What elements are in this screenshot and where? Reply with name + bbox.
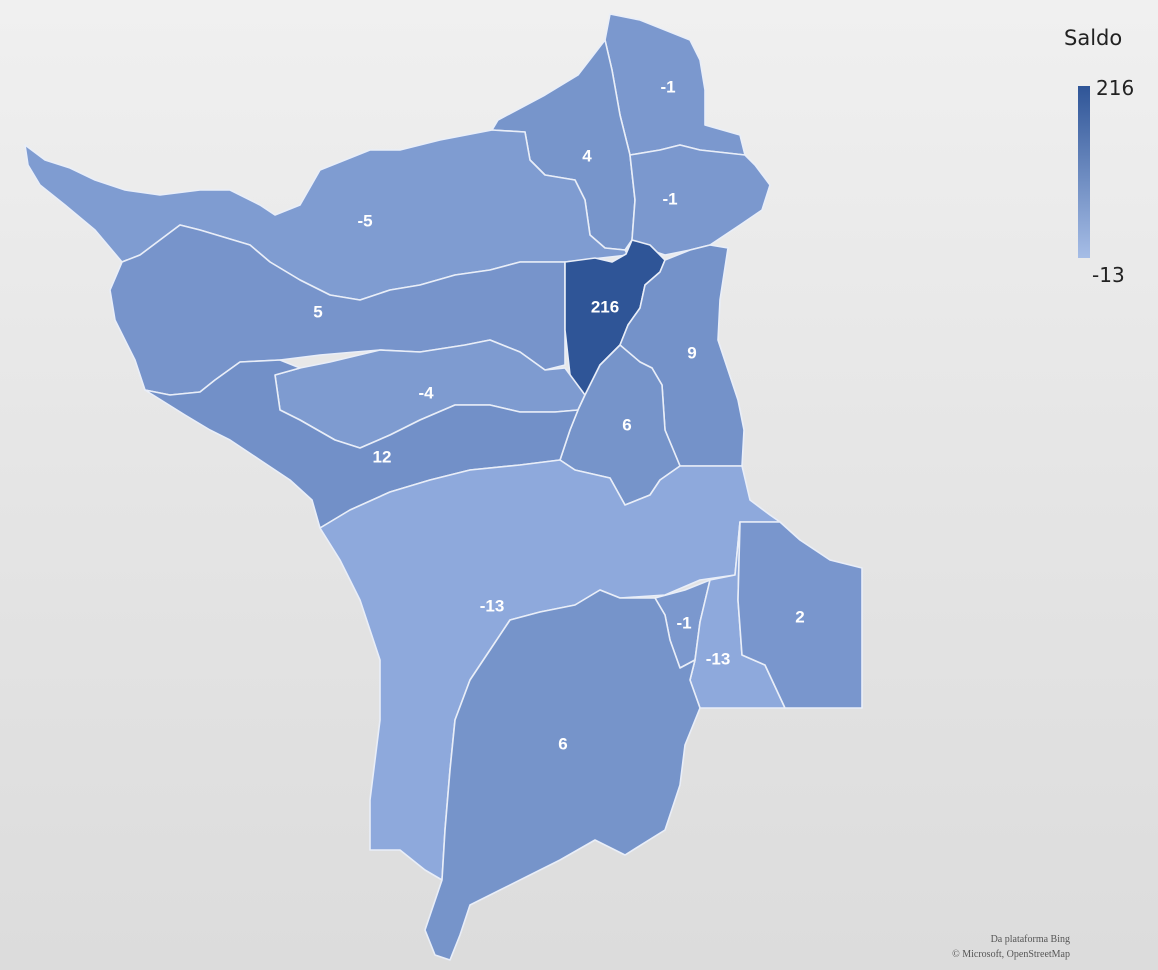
region-label-capital: 216 xyxy=(591,297,619,316)
region-label-west-central: -4 xyxy=(418,383,434,402)
region-label-south-central: -13 xyxy=(480,596,505,615)
region-label-far-north: -1 xyxy=(660,77,675,96)
attribution-line-1: Da plataforma Bing xyxy=(990,934,1070,945)
region-south[interactable] xyxy=(424,589,701,961)
region-label-far-southeast: 2 xyxy=(795,607,804,626)
legend-color-ramp xyxy=(1078,86,1090,258)
region-label-southwest-band: 12 xyxy=(373,447,392,466)
legend-min-label: -13 xyxy=(1092,263,1125,287)
region-label-northwest: -5 xyxy=(357,211,372,230)
regions-layer xyxy=(24,13,863,961)
region-label-northeast: -1 xyxy=(662,189,677,208)
region-label-south: 6 xyxy=(558,734,567,753)
region-label-east-strip: 9 xyxy=(687,343,696,362)
legend-title: Saldo xyxy=(1064,26,1123,50)
labels-layer: -1 4 -1 -5 5 216 9 -4 6 12 -13 -1 -13 2 6 xyxy=(313,77,804,753)
region-far-southeast[interactable] xyxy=(737,521,863,709)
attribution-line-2: © Microsoft, OpenStreetMap xyxy=(952,949,1070,960)
region-label-west: 5 xyxy=(313,302,322,321)
region-label-southeast-mid: -13 xyxy=(706,649,731,668)
legend-max-label: 216 xyxy=(1096,76,1135,100)
region-label-southeast-small: -1 xyxy=(676,613,691,632)
region-northeast[interactable] xyxy=(629,144,771,256)
map-attribution: Da plataforma Bing © Microsoft, OpenStre… xyxy=(952,932,1070,962)
region-label-north-central: 4 xyxy=(582,146,592,165)
region-label-central-east: 6 xyxy=(622,415,631,434)
region-southwest-band[interactable] xyxy=(144,359,579,529)
